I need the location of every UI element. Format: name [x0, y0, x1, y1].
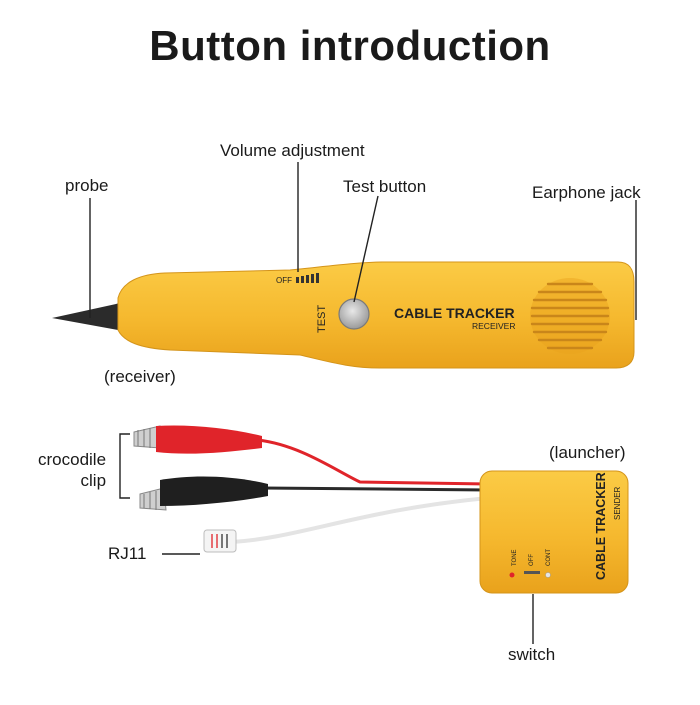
volume-adjustment-label: Volume adjustment [220, 141, 365, 160]
receiver-test-label: TEST [316, 305, 328, 333]
switch-label-tone: TONE [512, 549, 518, 566]
receiver-body [117, 261, 635, 369]
leader-lines [89, 162, 637, 644]
test-button [338, 298, 370, 330]
rj11-connector [203, 529, 237, 553]
launcher-label: (launcher) [549, 443, 626, 462]
page-title: Button introduction [149, 22, 551, 69]
red-crocodile-clip [133, 425, 262, 454]
receiver-brand: CABLE TRACKER [394, 305, 515, 321]
crocodile-clip-label: crocodile clip [38, 450, 107, 490]
sender-model: SENDER [613, 486, 622, 520]
crocodile-clip-bracket [119, 433, 130, 499]
black-crocodile-clip [139, 476, 268, 511]
switch-label-off: OFF [529, 554, 535, 566]
switch-label: switch [508, 645, 556, 664]
probe-tip [52, 300, 132, 330]
volume-wheel [296, 273, 319, 283]
switch-slot [524, 571, 540, 574]
sender-device: CABLE TRACKER SENDER TONE OFF CONT [479, 470, 629, 594]
cont-led [545, 572, 551, 578]
probe-label: probe [65, 176, 109, 195]
test-button-label: Test button [343, 177, 427, 196]
receiver-model: RECEIVER [472, 321, 515, 331]
red-wire [257, 438, 489, 486]
sender-brand: CABLE TRACKER [594, 472, 608, 580]
tone-led [509, 572, 515, 578]
white-wire [231, 496, 489, 544]
receiver-label: (receiver) [104, 367, 176, 386]
wires [231, 438, 489, 544]
sender-body [479, 470, 629, 594]
test-button-leader [353, 195, 379, 303]
receiver-off-label: OFF [276, 276, 292, 285]
black-wire [261, 486, 489, 492]
switch-label-cont: CONT [546, 549, 552, 566]
earphone-jack-label: Earphone jack [532, 183, 641, 202]
speaker-grille [530, 278, 610, 354]
rj11-label: RJ11 [108, 544, 147, 563]
receiver-device: OFF TEST CABLE TRACKER RECEIVER [52, 261, 635, 369]
